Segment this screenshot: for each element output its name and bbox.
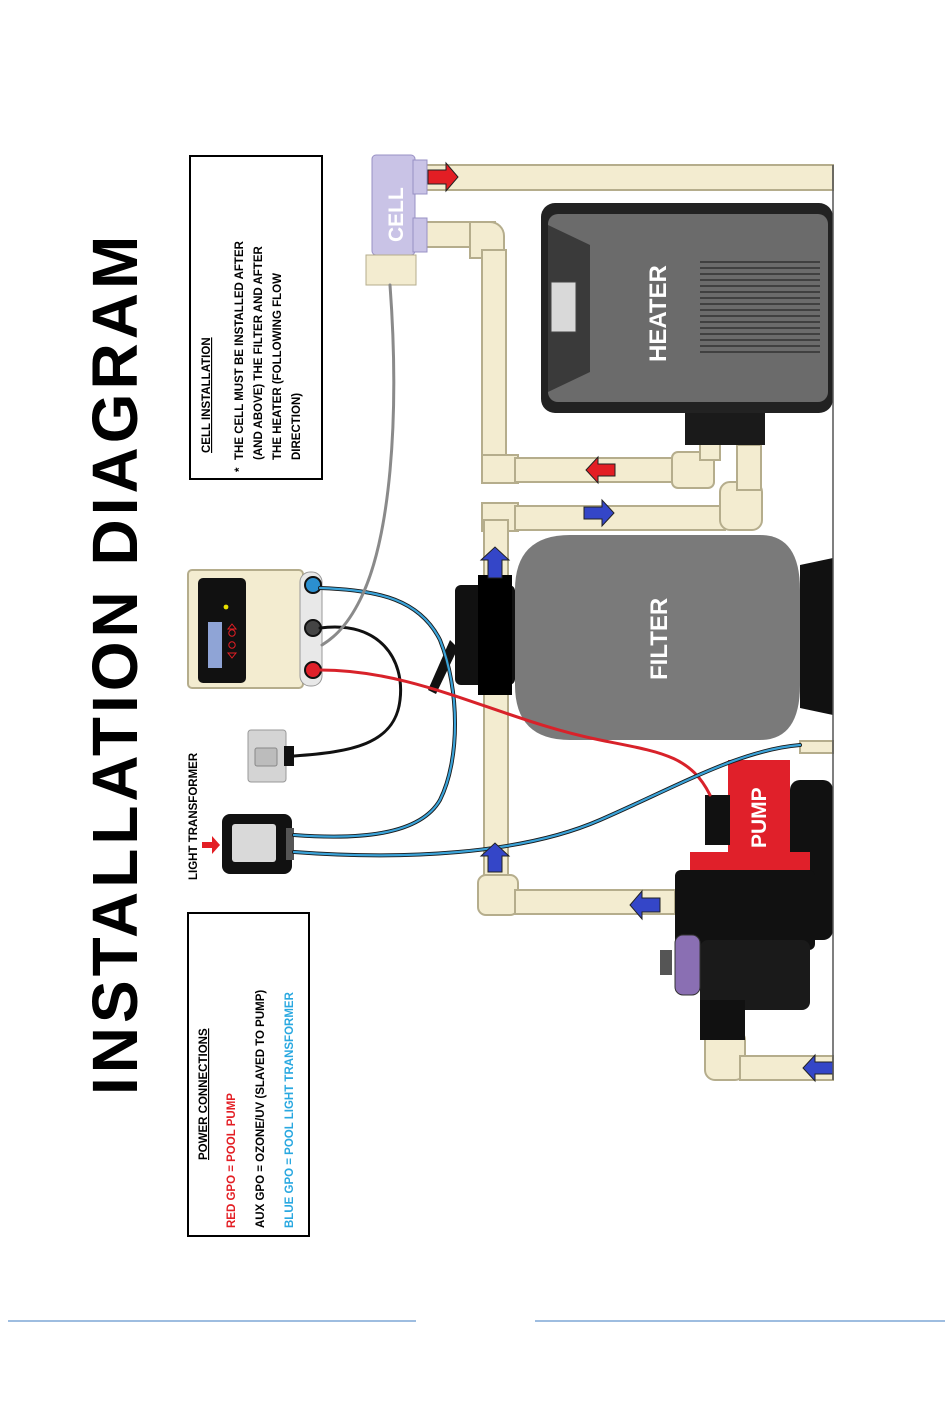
cell: CELL	[366, 155, 427, 285]
pump-label: PUMP	[748, 787, 771, 848]
cell-label: CELL	[385, 187, 408, 242]
cell-installation-heading: CELL INSTALLATION	[201, 337, 213, 453]
chlorinator-control-unit	[188, 570, 322, 688]
light-transformer-label: LIGHT TRANSFORMER	[188, 752, 200, 880]
cell-installation-line-2: (AND ABOVE) THE FILTER AND AFTER	[253, 246, 265, 460]
cell-installation-bullet: *	[234, 467, 246, 472]
power-line-aux: AUX GPO = OZONE/UV (SLAVED TO PUMP)	[255, 990, 267, 1228]
page-title: INSTALLATION DIAGRAM	[79, 232, 151, 1095]
cell-installation-box: CELL INSTALLATION * THE CELL MUST BE INS…	[190, 156, 322, 479]
cell-installation-line-4: DIRECTION)	[291, 393, 303, 460]
cell-installation-line-3: THE HEATER (FOLLOWING FLOW	[272, 273, 284, 460]
power-plug	[248, 730, 294, 782]
heater: HEATER	[541, 203, 833, 445]
cell-installation-line-1: THE CELL MUST BE INSTALLED AFTER	[234, 240, 246, 460]
power-connections-box: POWER CONNECTIONS RED GPO = POOL PUMP AU…	[188, 913, 309, 1236]
power-line-red: RED GPO = POOL PUMP	[226, 1093, 238, 1228]
pump: PUMP	[660, 760, 833, 1040]
filter-label: FILTER	[646, 598, 673, 680]
power-line-blue: BLUE GPO = POOL LIGHT TRANSFORMER	[284, 991, 296, 1228]
heater-label: HEATER	[645, 265, 672, 362]
power-connections-heading: POWER CONNECTIONS	[198, 1028, 210, 1160]
